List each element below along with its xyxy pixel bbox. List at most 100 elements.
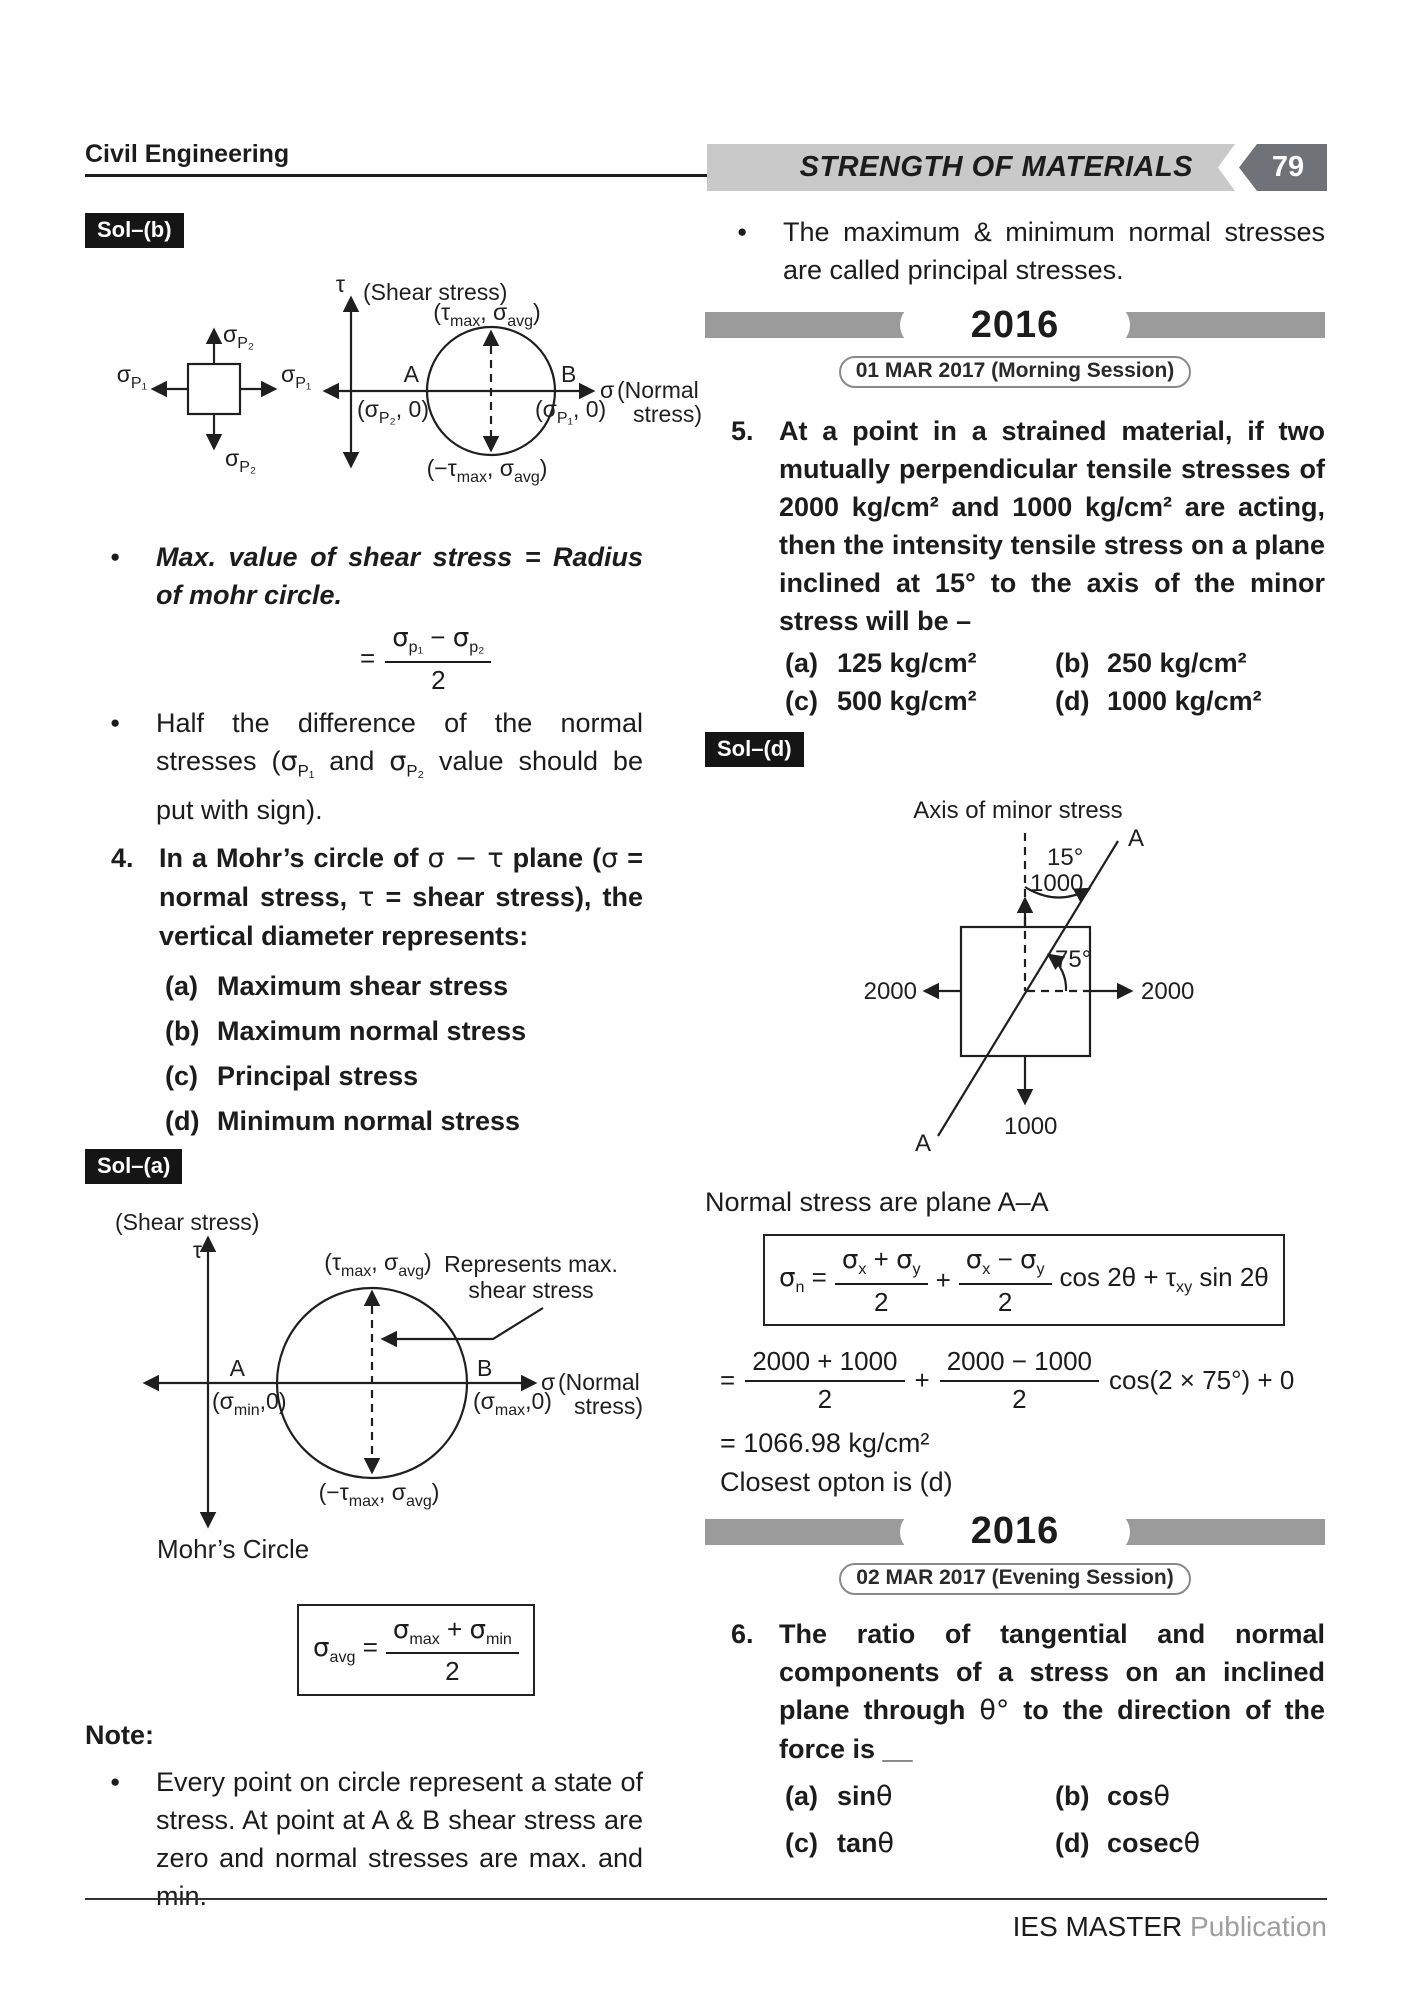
top-point-label: (τmax, σavg) xyxy=(324,1249,431,1280)
option-d: (d)1000 kg/cm² xyxy=(1055,686,1262,716)
stress-element-square xyxy=(186,362,242,416)
point-b-coord: (σP₁, 0) xyxy=(535,396,606,427)
chapter-title-band: STRENGTH OF MATERIALS xyxy=(707,144,1235,191)
sigma-p2-bottom-label: σP₂ xyxy=(225,445,256,476)
sigma-label: σ xyxy=(600,377,614,403)
bullet-text: Max. value of shear stress = Radius of m… xyxy=(156,542,643,610)
point-a-label: A xyxy=(230,1355,246,1381)
fraction-2: σx − σy 2 xyxy=(958,1244,1052,1316)
bottom-point-label: (−τmax, σavg) xyxy=(319,1479,440,1510)
header-rule xyxy=(85,174,707,177)
bullet-half-difference: ● Half the difference of the normal stre… xyxy=(85,704,643,828)
top-1000-label: 1000 xyxy=(1030,870,1083,897)
point-b-label: B xyxy=(561,361,576,387)
question-6-options: (a)sinθ (b)cosθ (c)tanθ (d)cosecθ xyxy=(705,1780,1325,1859)
bottom-point-label: (−τmax, σavg) xyxy=(427,455,548,486)
plane-statement: Normal stress are plane A–A xyxy=(705,1187,1049,1217)
bullet-max-shear: ● Max. value of shear stress = Radius of… xyxy=(85,538,643,614)
top-point-label: (τmax, σavg) xyxy=(433,299,540,330)
question-6: 6. The ratio of tangential and normal co… xyxy=(705,1615,1325,1768)
option-b: (b)Maximum normal stress xyxy=(165,1015,527,1046)
footer-rule xyxy=(85,1898,1327,1900)
publisher-line: IES MASTER Publication xyxy=(85,1911,1327,1943)
question-4: 4. In a Mohr’s circle of σ − τ plane (σ … xyxy=(85,839,643,955)
question-5: 5. At a point in a strained material, if… xyxy=(705,412,1325,640)
bullet-text: Half the difference of the normal stress… xyxy=(156,708,643,825)
closest-option-line: Closest opton is (d) xyxy=(720,1466,953,1497)
bullet-icon: ● xyxy=(110,713,121,733)
sol-d-diagram: Axis of minor stress 15° 1000 A 75° 2000… xyxy=(864,797,1195,1157)
lhs: σn = xyxy=(779,1262,827,1297)
option-d: (d)cosecθ xyxy=(1055,1827,1201,1859)
subject-title: Civil Engineering xyxy=(85,140,290,168)
solution-label-b: Sol–(b) xyxy=(85,213,184,248)
avg-fraction: σmax + σmin 2 xyxy=(385,1614,519,1686)
sigma-p1-left-label: σP₁ xyxy=(117,361,147,392)
normal-stress-label-2: stress) xyxy=(574,1393,643,1419)
bullet-icon: ● xyxy=(110,547,121,566)
result-line: = 1066.98 kg/cm² xyxy=(720,1427,930,1458)
option-c: (c)tanθ xyxy=(785,1827,895,1859)
callout-line-1: Represents max. xyxy=(444,1251,618,1277)
diagram-caption: Mohr’s Circle xyxy=(157,1534,309,1564)
bullet-icon: ● xyxy=(110,1771,121,1791)
year-banner-2: 2016 xyxy=(705,1509,1325,1554)
banner-year: 2016 xyxy=(900,303,1130,347)
shear-stress-axis-label: (Shear stress) xyxy=(115,1209,259,1235)
banner-year: 2016 xyxy=(900,1509,1130,1554)
fraction-1: 2000 + 1000 2 xyxy=(745,1346,905,1414)
sigma-p2-top-label: σP₂ xyxy=(223,321,254,352)
solution-label-d: Sol–(d) xyxy=(705,732,804,767)
publisher-brand: IES MASTER xyxy=(1012,1911,1183,1942)
radius-fraction: σp₁ − σp₂ 2 xyxy=(385,622,492,694)
right-column: ● The maximum & minimum normal stresses … xyxy=(705,205,1325,1915)
normal-stress-label-1: (Normal xyxy=(558,1369,640,1395)
point-b-label: B xyxy=(477,1355,492,1381)
sigma-label: σ xyxy=(541,1369,555,1395)
question-4-options: (a)Maximum shear stress (b)Maximum norma… xyxy=(85,972,643,1135)
option-b: (b)250 kg/cm² xyxy=(1055,648,1247,678)
point-a-coord: (σP₂, 0) xyxy=(357,396,429,427)
option-a: (a)sinθ xyxy=(785,1780,893,1812)
question-text: At a point in a strained material, if tw… xyxy=(779,416,1325,636)
angle-75-label: 75° xyxy=(1055,946,1091,973)
normal-stress-label-2: stress) xyxy=(633,401,702,427)
point-a-bottom: A xyxy=(915,1130,931,1157)
normal-stress-formula-box: σn = σx + σy 2 + σx − σy 2 cos 2θ + τxy … xyxy=(763,1234,1285,1327)
callout-line-2: shear stress xyxy=(468,1277,593,1303)
lhs: σavg = xyxy=(313,1631,378,1667)
page-number-badge: 79 xyxy=(1239,144,1327,191)
left-column: Sol–(b) σP₂ σP₂ σP₁ σP₁ τ (Shear stres xyxy=(85,205,702,1915)
options-row: (c)500 kg/cm² (d)1000 kg/cm² xyxy=(785,687,1325,716)
angle-75-arc xyxy=(1047,953,1068,992)
fraction-2: 2000 − 1000 2 xyxy=(939,1346,1099,1414)
sigma-p1-right-label: σP₁ xyxy=(281,361,311,392)
bullet-text: The maximum & minimum normal stresses ar… xyxy=(783,217,1325,285)
mohr-circle xyxy=(425,325,557,457)
bullet-principal-stresses: ● The maximum & minimum normal stresses … xyxy=(705,213,1325,289)
callout-pointer xyxy=(380,1306,544,1347)
bottom-1000-label: 1000 xyxy=(1004,1113,1057,1140)
shear-stress-axis-label: (Shear stress) xyxy=(363,279,507,305)
cos-term: cos(2 × 75°) + 0 xyxy=(1109,1364,1295,1395)
plus-sign: + xyxy=(935,1264,951,1295)
option-a: (a)125 kg/cm² xyxy=(785,648,977,678)
point-a-coord: (σmin,0) xyxy=(212,1388,286,1419)
sol-a-diagram: (Shear stress) τ (τmax, σavg) Represents… xyxy=(115,1209,643,1564)
normal-stress-label-1: (Normal xyxy=(617,377,699,403)
option-b: (b)cosθ xyxy=(1055,1780,1171,1812)
option-a: (a)Maximum shear stress xyxy=(165,970,509,1001)
point-b-coord: (σmax,0) xyxy=(473,1388,552,1419)
tau-label: τ xyxy=(336,271,345,297)
angle-15-label: 15° xyxy=(1047,844,1083,871)
plus-sign: + xyxy=(914,1364,930,1395)
note-label: Note: xyxy=(85,1719,154,1750)
page-header: Civil Engineering STRENGTH OF MATERIALS … xyxy=(0,0,1413,205)
calculation-line: = 2000 + 1000 2 + 2000 − 1000 2 cos(2 × … xyxy=(720,1346,1325,1414)
sigma-avg-formula-box: σavg = σmax + σmin 2 xyxy=(297,1603,535,1696)
mohr-circle xyxy=(275,1286,469,1479)
note-bullet: ● Every point on circle represent a stat… xyxy=(85,1763,643,1915)
option-c: (c)Principal stress xyxy=(165,1060,419,1091)
options-row: (c)tanθ (d)cosecθ xyxy=(785,1827,1325,1859)
